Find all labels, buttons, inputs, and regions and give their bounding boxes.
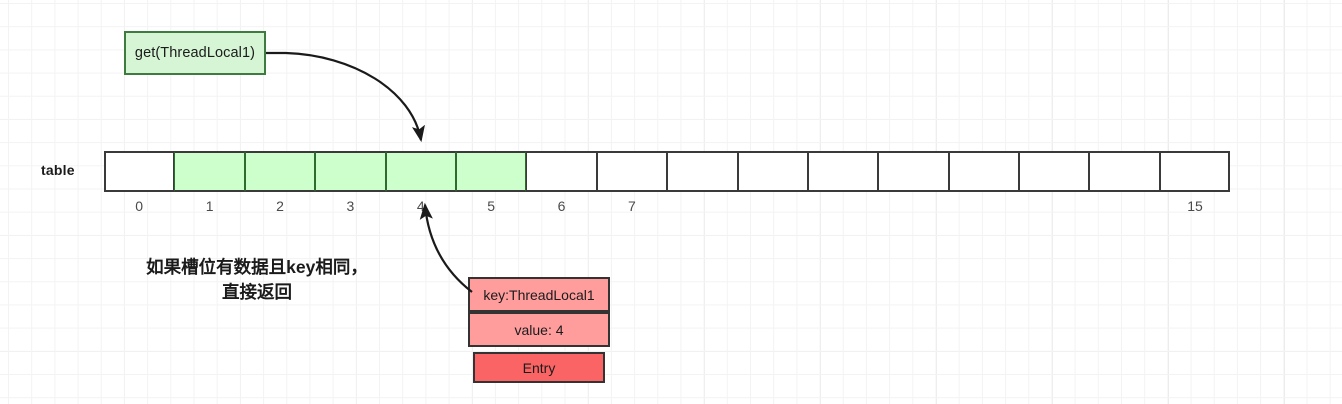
table-index-label-2: 2	[276, 198, 284, 214]
table-index-label-11	[878, 198, 948, 218]
get-call-box: get(ThreadLocal1)	[124, 31, 266, 75]
annotation-note-line-2: 直接返回	[222, 282, 292, 303]
table-slot-5	[455, 151, 527, 192]
entry-value-box: value: 4	[468, 312, 610, 347]
table-slot-11	[878, 151, 949, 192]
table-index-label-4: 4	[416, 198, 425, 214]
table-index-label-7: 7	[628, 198, 636, 214]
table-slot-3	[315, 151, 386, 192]
entry-type-label: Entry	[522, 359, 556, 376]
table-slot-10	[807, 151, 879, 192]
table-index-label-15: 15	[1187, 198, 1203, 214]
table-slot-13	[1019, 151, 1090, 192]
table-slot-4	[385, 151, 456, 192]
entry-key-label: key:ThreadLocal1	[483, 286, 595, 303]
table-index-label-13	[1019, 198, 1089, 218]
get-call-label: get(ThreadLocal1)	[134, 45, 256, 61]
table-index-labels: 0 1 2 3 4 5 6 7 15	[104, 198, 1230, 218]
table-slot-7	[596, 151, 668, 192]
table-index-label-9	[738, 198, 808, 218]
annotation-note: 如果槽位有数据且key相同， 直接返回	[112, 255, 402, 306]
annotation-note-line-1: 如果槽位有数据且key相同，	[146, 257, 368, 277]
table-index-label-5: 5	[487, 198, 496, 214]
arrow-get-to-slot	[266, 51, 425, 143]
table-index-label-10	[808, 198, 878, 218]
table-slot-8	[667, 151, 738, 192]
table-slot-14	[1089, 151, 1160, 192]
table-index-label-3: 3	[346, 198, 355, 214]
table-slot-0	[104, 151, 175, 192]
table-index-label-12	[949, 198, 1019, 218]
table-index-label-8	[667, 198, 737, 218]
table-index-label-1: 1	[205, 198, 214, 214]
table-label: table	[41, 162, 75, 178]
table-slot-6	[526, 151, 597, 192]
table-slot-15	[1159, 151, 1231, 192]
entry-value-label: value: 4	[514, 321, 564, 338]
table-index-label-0: 0	[135, 198, 144, 214]
table-slot-1	[174, 151, 245, 192]
table-array	[104, 151, 1231, 192]
table-index-label-14	[1089, 198, 1159, 218]
table-slot-2	[244, 151, 316, 192]
table-slot-9	[737, 151, 808, 192]
table-index-label-6: 6	[557, 198, 566, 214]
entry-type-box: Entry	[473, 352, 605, 383]
entry-key-box: key:ThreadLocal1	[468, 277, 610, 312]
arrow-entry-to-slot	[419, 202, 473, 293]
table-slot-12	[948, 151, 1020, 192]
